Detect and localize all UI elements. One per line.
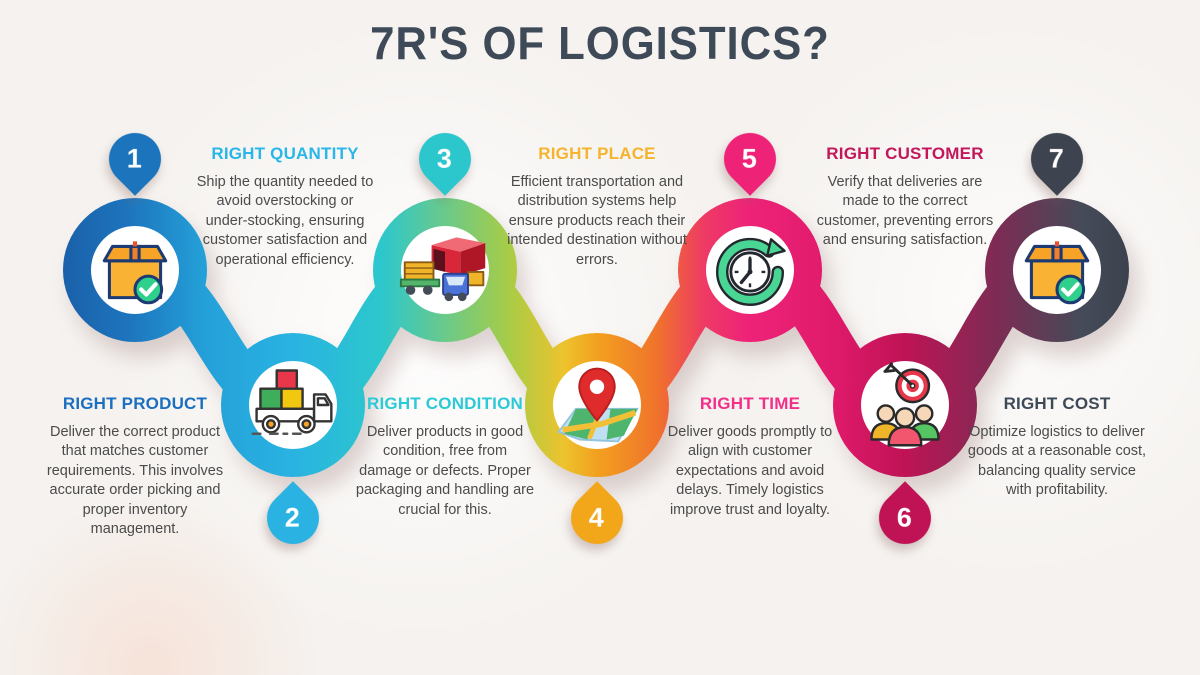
node-4-description: Efficient transportation and distributio… [507, 174, 687, 268]
node-6-text-block: RIGHT CUSTOMER Verify that deliveries ar… [815, 144, 995, 251]
node-4-text-block: RIGHT PLACE Efficient transportation and… [507, 144, 687, 270]
node-6-icon-wrap [859, 359, 951, 451]
node-2-text-block: RIGHT QUANTITY Ship the quantity needed … [195, 144, 375, 270]
node-7-text-block: RIGHT COST Optimize logistics to deliver… [967, 394, 1147, 501]
node-7-icon-wrap [1011, 224, 1103, 316]
node-7-description: Optimize logistics to deliver goods at a… [967, 424, 1147, 499]
package-check-icon [102, 241, 168, 305]
clock-rotate-icon [715, 237, 786, 306]
node-6-heading: RIGHT CUSTOMER [826, 144, 984, 163]
node-7-heading: RIGHT COST [1003, 394, 1111, 413]
node-3-heading: RIGHT CONDITION [367, 394, 523, 413]
node-6-number: 6 [897, 502, 913, 533]
node-1-description: Deliver the correct product that matches… [46, 424, 224, 538]
node-2-number: 2 [285, 502, 301, 533]
node-2-heading: RIGHT QUANTITY [211, 144, 359, 163]
package-check-icon [1024, 241, 1090, 305]
node-2-description: Ship the quantity needed to avoid overst… [196, 174, 374, 268]
node-4-number: 4 [589, 502, 605, 533]
cargo-container-icon [399, 237, 486, 302]
target-customers-icon [870, 362, 940, 447]
node-5-heading: RIGHT TIME [699, 394, 801, 413]
node-5-description: Deliver goods promptly to align with cus… [667, 424, 833, 518]
node-1-text-block: RIGHT PRODUCT Deliver the correct produc… [45, 394, 225, 540]
node-3-description: Deliver products in good condition, free… [355, 424, 535, 518]
node-3-text-block: RIGHT CONDITION Deliver products in good… [355, 394, 535, 520]
node-6-description: Verify that deliveries are made to the c… [816, 174, 994, 249]
node-5-number: 5 [742, 143, 758, 174]
node-4-heading: RIGHT PLACE [538, 144, 656, 163]
node-4-icon-wrap [551, 359, 643, 451]
node-5-icon-wrap [704, 224, 796, 316]
node-3-number: 3 [437, 143, 453, 174]
node-7-number: 7 [1049, 143, 1065, 174]
node-1-heading: RIGHT PRODUCT [62, 394, 208, 413]
delivery-truck-icon [251, 369, 333, 435]
map-location-pin-icon [557, 367, 639, 443]
node-1-number: 1 [127, 143, 143, 174]
page-title: 7R'S OF LOGISTICS? [370, 17, 830, 69]
node-2-icon-wrap [247, 359, 339, 451]
node-1-icon-wrap [89, 224, 181, 316]
node-3-icon-wrap [399, 224, 491, 316]
node-5-text-block: RIGHT TIME Deliver goods promptly to ali… [660, 394, 840, 520]
